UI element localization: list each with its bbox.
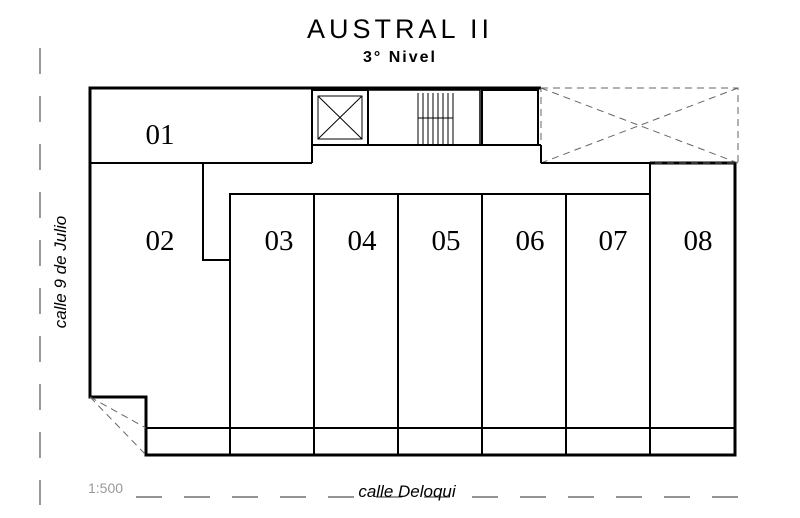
unit-label-05: 05 [432,225,461,257]
unit-label-07: 07 [599,225,628,257]
street-label-bottom: calle Deloqui [358,482,457,501]
floor-level: 3° Nivel [363,49,437,66]
interior-walls [90,90,735,455]
elevator-shaft [311,89,369,146]
service-shaft [481,89,539,146]
street-label-left: calle 9 de Julio [51,216,70,328]
street-edge-lines [39,48,742,505]
scale-label: 1:500 [88,480,123,496]
unit-label-06: 06 [516,225,545,257]
unit-label-02: 02 [146,225,175,257]
unit-label-03: 03 [265,225,294,257]
plan-title: AUSTRAL II [306,14,494,44]
void-areas [89,87,739,456]
unit-label-01: 01 [146,119,175,151]
unit-label-08: 08 [684,225,713,257]
staircase [367,89,481,146]
building-outline [88,86,737,457]
unit-label-04: 04 [348,225,378,257]
